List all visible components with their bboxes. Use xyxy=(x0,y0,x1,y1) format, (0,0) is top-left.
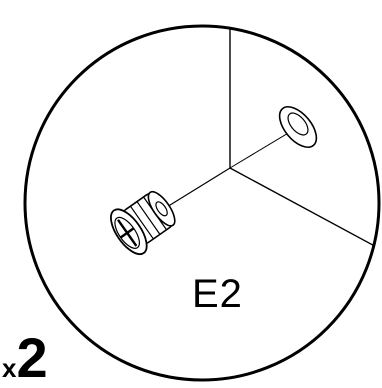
quantity-label: x2 xyxy=(2,330,48,386)
panel-corner xyxy=(161,26,379,251)
detail-circle xyxy=(23,24,381,382)
quantity-count: 2 xyxy=(16,326,47,388)
part-id-label: E2 xyxy=(192,272,243,316)
cam-dowel-icon xyxy=(110,190,176,256)
quantity-prefix: x xyxy=(2,353,17,383)
hole-icon xyxy=(278,106,318,148)
